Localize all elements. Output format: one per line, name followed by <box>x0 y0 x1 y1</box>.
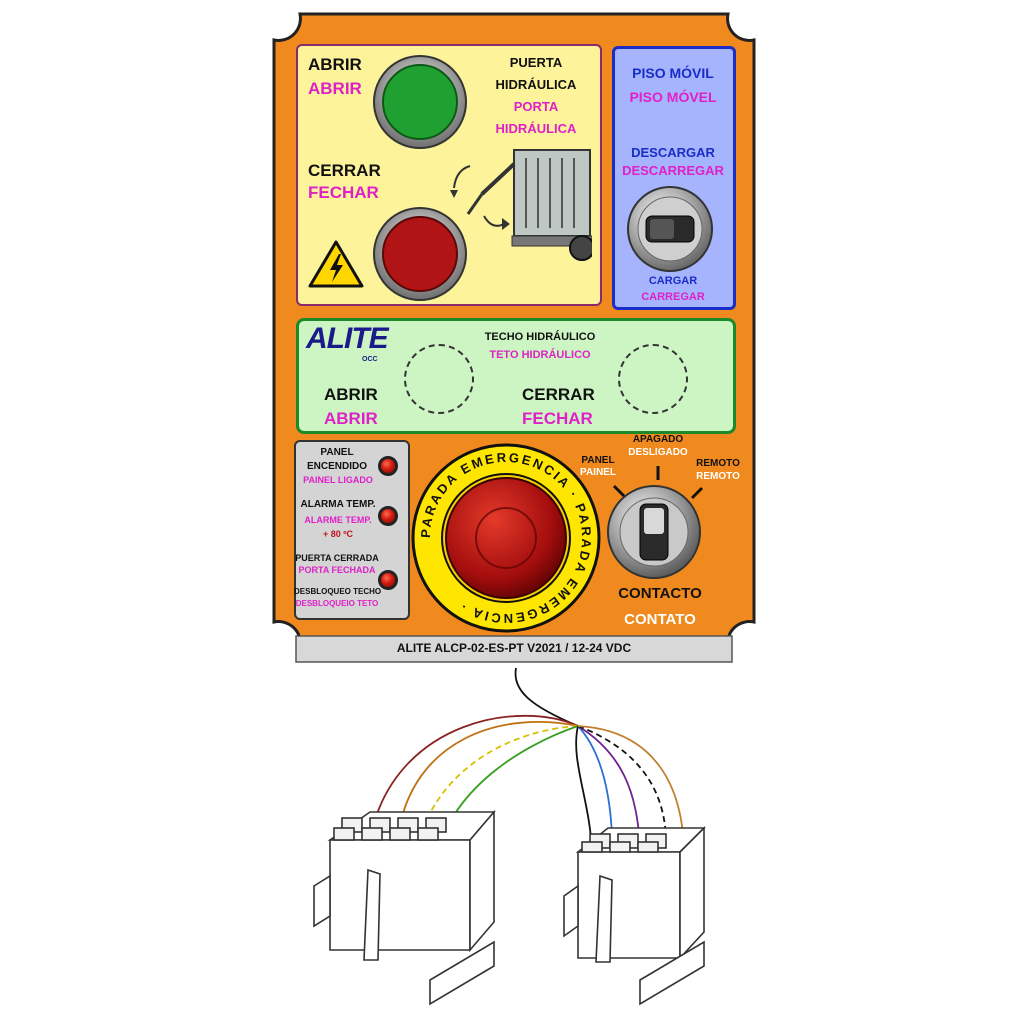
roof-open-label-pt: ABRIR <box>324 409 378 428</box>
door-title-pt-2: HIDRÁULICA <box>495 121 577 136</box>
door-roof-lamp <box>378 570 398 590</box>
wiring-harness-diagram <box>313 667 706 1006</box>
panel-on-label-es-1: PANEL <box>320 447 354 458</box>
temp-alarm-label-pt: ALARME TEMP. <box>304 515 372 525</box>
panel-on-label-es-2: ENCENDIDO <box>306 461 367 472</box>
floor-unload-label-es: DESCARGAR <box>631 145 715 160</box>
left-connector <box>313 809 496 1006</box>
door-closed-label-es: PUERTA CERRADA <box>295 553 379 563</box>
ignition-key-switch[interactable] <box>606 484 702 580</box>
ignition-off-label-es: APAGADO <box>632 434 684 445</box>
alite-logo-sub: OCC <box>362 356 378 363</box>
alite-logo: ALITE <box>306 322 389 355</box>
temp-alarm-label-es: ALARMA TEMP. <box>300 499 376 510</box>
roof-close-label-pt: FECHAR <box>522 409 593 428</box>
door-close-label-es: CERRAR <box>308 161 381 180</box>
floor-selector-switch[interactable] <box>622 186 718 272</box>
roof-open-label-es: ABRIR <box>324 385 378 404</box>
temp-alarm-value: + 80 ºC <box>322 529 354 539</box>
door-close-label-pt: FECHAR <box>308 183 379 202</box>
panel-on-label-pt: PAINEL LIGADO <box>303 475 373 485</box>
roof-close-button-slot[interactable] <box>618 344 688 414</box>
door-closed-label-pt: PORTA FECHADA <box>298 565 376 575</box>
high-voltage-warning-icon <box>308 240 364 288</box>
truck-door-illustration-icon <box>450 149 592 261</box>
panel-on-lamp <box>378 456 398 476</box>
ignition-remote-label-pt: REMOTO <box>696 471 740 482</box>
roof-title-es: TECHO HIDRÁULICO <box>484 331 596 343</box>
roof-close-label-es: CERRAR <box>522 385 595 404</box>
temp-alarm-lamp <box>378 506 398 526</box>
roof-unlock-label-pt: DESBLOQUEIO TETO <box>295 599 379 608</box>
ignition-off-label-pt: DESLIGADO <box>628 447 688 458</box>
model-footer: ALITE ALCP-02-ES-PT V2021 / 12-24 VDC <box>396 641 632 655</box>
roof-unlock-label-es: DESBLOQUEO TECHO <box>294 587 382 596</box>
ignition-remote-label-es: REMOTO <box>696 458 740 469</box>
door-open-button[interactable] <box>370 54 470 150</box>
ignition-panel-label-es: PANEL <box>581 455 615 466</box>
indicators-section <box>294 440 410 620</box>
right-connector <box>563 826 706 1006</box>
door-open-label-pt: ABRIR <box>308 79 362 98</box>
door-title-es-1: PUERTA <box>509 55 563 70</box>
ignition-title-pt: CONTATO <box>624 611 696 628</box>
ignition-panel-label-pt: PAINEL <box>580 467 616 478</box>
floor-title-es: PISO MÓVIL <box>632 65 714 81</box>
floor-unload-label-pt: DESCARREGAR <box>622 163 724 178</box>
door-title-pt-1: PORTA <box>513 99 559 114</box>
roof-title-pt: TETO HIDRÁULICO <box>489 349 591 361</box>
floor-load-label-es: CARGAR <box>648 275 698 287</box>
floor-title-pt: PISO MÓVEL <box>629 89 717 105</box>
door-close-button[interactable] <box>370 206 470 302</box>
ignition-tick-marks <box>612 466 704 500</box>
control-panel: ABRIR ABRIR CERRAR FECHAR PUERTA HIDRÁUL… <box>270 10 758 664</box>
roof-open-button-slot[interactable] <box>404 344 474 414</box>
emergency-stop-button[interactable]: PARADA EMERGENCIA · PARADA EMERGENCIA · <box>408 440 604 636</box>
door-title-es-2: HIDRÁULICA <box>495 77 577 92</box>
door-open-label-es: ABRIR <box>308 55 362 74</box>
floor-load-label-pt: CARREGAR <box>641 291 705 303</box>
ignition-title-es: CONTACTO <box>618 585 702 602</box>
